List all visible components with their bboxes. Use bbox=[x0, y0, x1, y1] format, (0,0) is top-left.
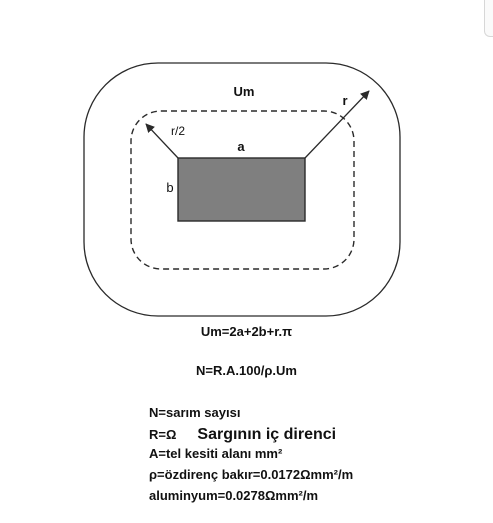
legend-resistance-symbol: R=Ω bbox=[149, 427, 177, 442]
legend-resistance: R=Ω Sargının iç direnci bbox=[149, 426, 336, 444]
side-a-label: a bbox=[237, 139, 245, 154]
legend-resistance-description: Sargının iç direnci bbox=[197, 426, 337, 443]
legend-turns: N=sarım sayısı bbox=[149, 405, 241, 420]
legend-resistivity-aluminium: aluminyum=0.0278Ωmm²/m bbox=[149, 488, 319, 503]
window-edge bbox=[484, 0, 493, 37]
legend-area: A=tel kesiti alanı mm² bbox=[149, 446, 283, 461]
perimeter-label: Um bbox=[234, 84, 255, 99]
half-radius-arrow bbox=[145, 123, 179, 159]
outer-winding-outline bbox=[83, 62, 401, 317]
radius-arrow bbox=[304, 90, 370, 159]
perimeter-formula: Um=2a+2b+r.π bbox=[200, 324, 293, 339]
core-rectangle bbox=[177, 157, 306, 222]
legend-resistivity-copper: ρ=özdirenç bakır=0.0172Ωmm²/m bbox=[149, 467, 354, 482]
turns-formula: N=R.A.100/ρ.Um bbox=[196, 363, 297, 378]
half-radius-label: r/2 bbox=[171, 124, 185, 138]
radius-label: r bbox=[342, 93, 347, 108]
side-b-label: b bbox=[166, 180, 173, 195]
mean-turn-dashed-outline bbox=[130, 110, 355, 270]
